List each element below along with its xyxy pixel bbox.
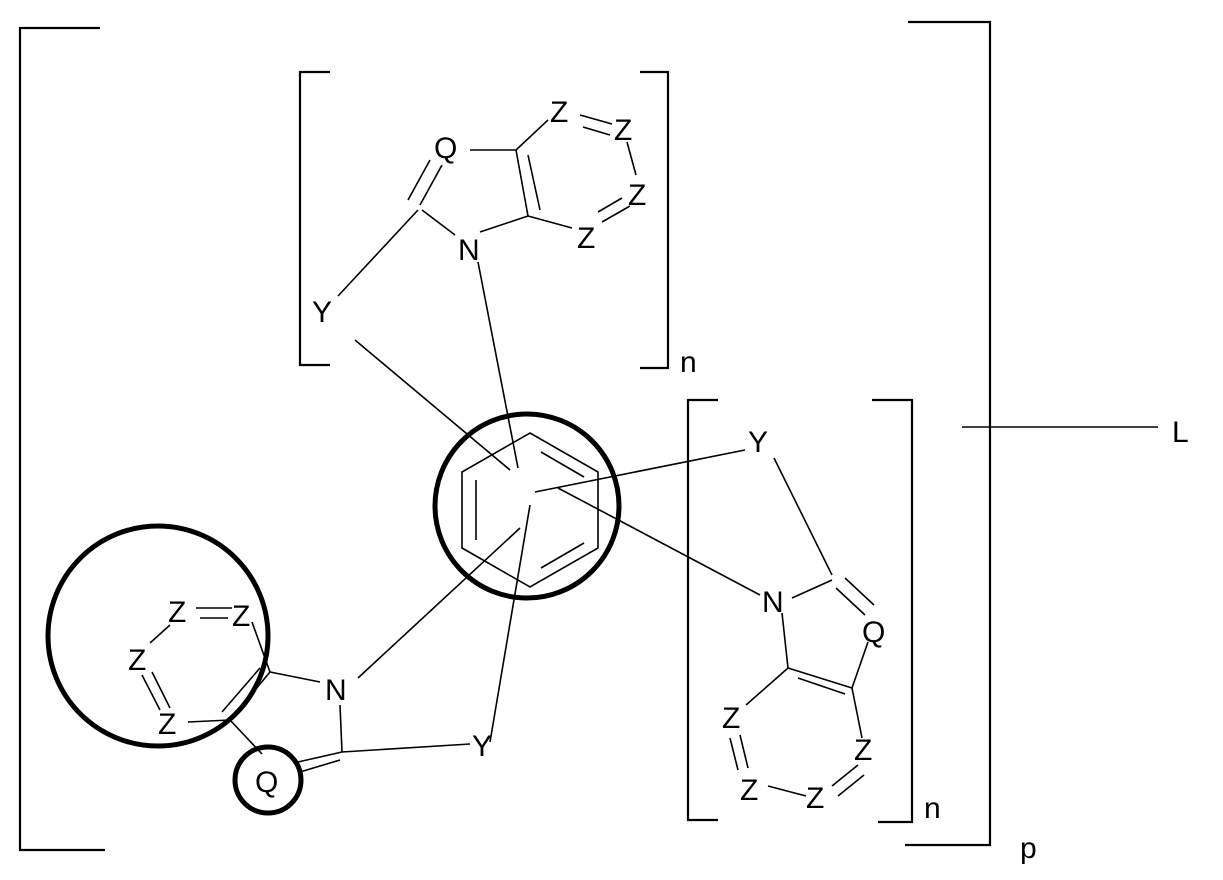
atom-z-right-1: Z — [722, 702, 740, 735]
atom-z-lower-3: Z — [128, 644, 146, 677]
atom-z-upper-3: Z — [628, 179, 646, 212]
outer-bracket-right — [905, 22, 990, 845]
atom-y-lower: Y — [472, 730, 492, 763]
atom-z-upper-1: Z — [550, 96, 568, 129]
atom-n-lower: N — [325, 674, 347, 707]
atom-z-right-4: Z — [854, 734, 872, 767]
atom-z-lower-4: Z — [158, 708, 176, 741]
atom-q-upper: Q — [434, 132, 457, 165]
atom-z-lower-2: Z — [232, 600, 250, 633]
atom-z-right-3: Z — [806, 782, 824, 815]
upper-ligand-bonds — [338, 115, 636, 296]
subscript-n-right: n — [924, 792, 941, 825]
upper-bracket-right — [640, 72, 668, 368]
atom-q-lower: Q — [255, 766, 278, 799]
right-ligand-bonds — [730, 458, 874, 796]
subscript-p: p — [1020, 832, 1037, 865]
right-bracket-right — [872, 400, 912, 822]
atom-z-right-2: Z — [740, 774, 758, 807]
center-bonds — [355, 262, 760, 742]
right-ligand-atoms: Y N Q Z Z Z Z — [722, 426, 885, 815]
atom-n-right: N — [762, 586, 784, 619]
right-bracket-left — [688, 400, 718, 820]
subscript-n-upper: n — [680, 346, 697, 379]
atom-z-lower-1: Z — [168, 596, 186, 629]
linker-label: L — [1172, 416, 1189, 449]
atom-y-right: Y — [748, 426, 768, 459]
atom-z-upper-4: Z — [577, 222, 595, 255]
lower-left-ligand-bonds — [142, 608, 470, 772]
atom-y-upper: Y — [312, 296, 332, 329]
atom-q-right: Q — [862, 616, 885, 649]
atom-z-upper-2: Z — [614, 114, 632, 147]
atom-n-upper: N — [458, 234, 480, 267]
